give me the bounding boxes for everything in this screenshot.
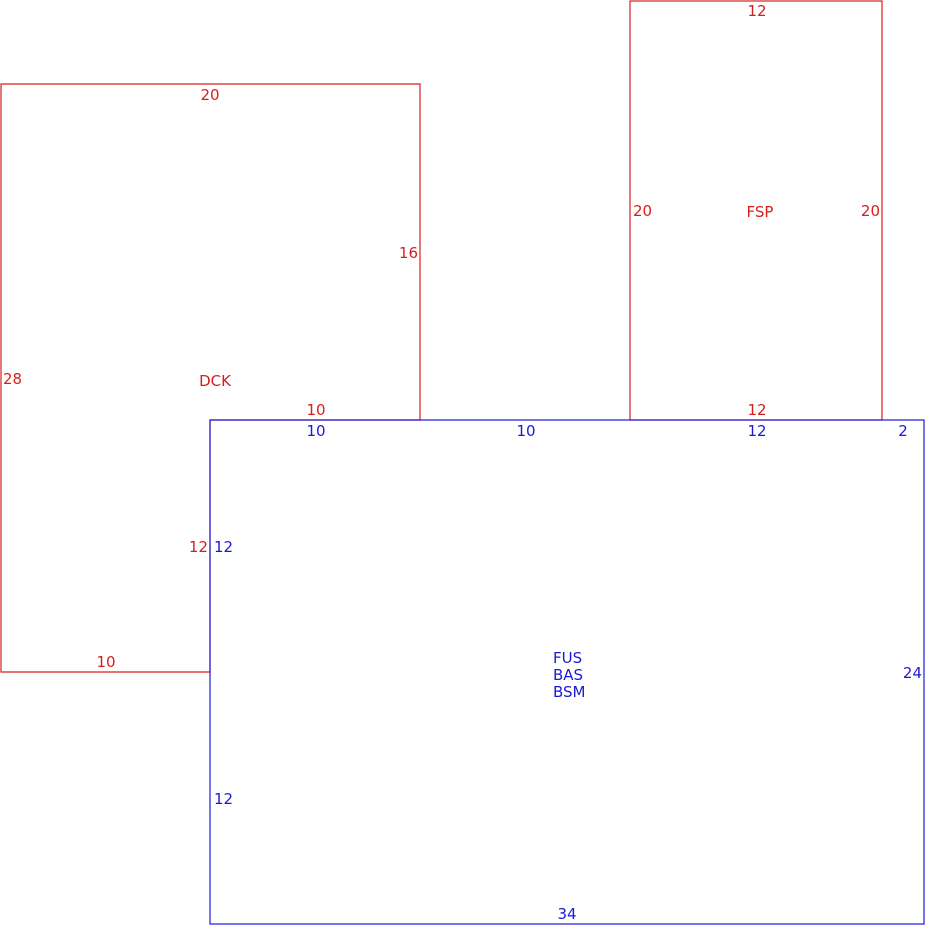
main-right-dimension: 24 [903,664,922,682]
main-area-label-bsm: BSM [553,683,586,701]
main-top-seg4-dimension: 2 [898,422,908,440]
dck-left-dimension: 28 [3,370,22,388]
main-top-seg1-dimension: 10 [306,422,325,440]
main-left-upper-dimension: 12 [214,538,233,556]
dck-right-upper-dimension: 16 [399,244,418,262]
fsp-bottom-dimension: 12 [747,401,766,419]
main-area-label-bas: BAS [553,666,583,684]
main-top-seg2-dimension: 10 [516,422,535,440]
main-bottom-dimension: 34 [557,905,576,923]
main-area-label-fus: FUS [553,649,582,667]
fsp-left-dimension: 20 [633,202,652,220]
dck-step-dimension: 10 [306,401,325,419]
main-top-seg3-dimension: 12 [747,422,766,440]
main-left-lower-dimension: 12 [214,790,233,808]
fsp-area-label: FSP [747,203,774,221]
main-outline [209,419,925,925]
dck-right-lower-dimension: 12 [189,538,208,556]
fsp-top-dimension: 12 [747,2,766,20]
fsp-right-dimension: 20 [861,202,880,220]
dck-area-label: DCK [199,372,232,390]
dck-top-dimension: 20 [200,86,219,104]
dck-bottom-dimension: 10 [96,653,115,671]
